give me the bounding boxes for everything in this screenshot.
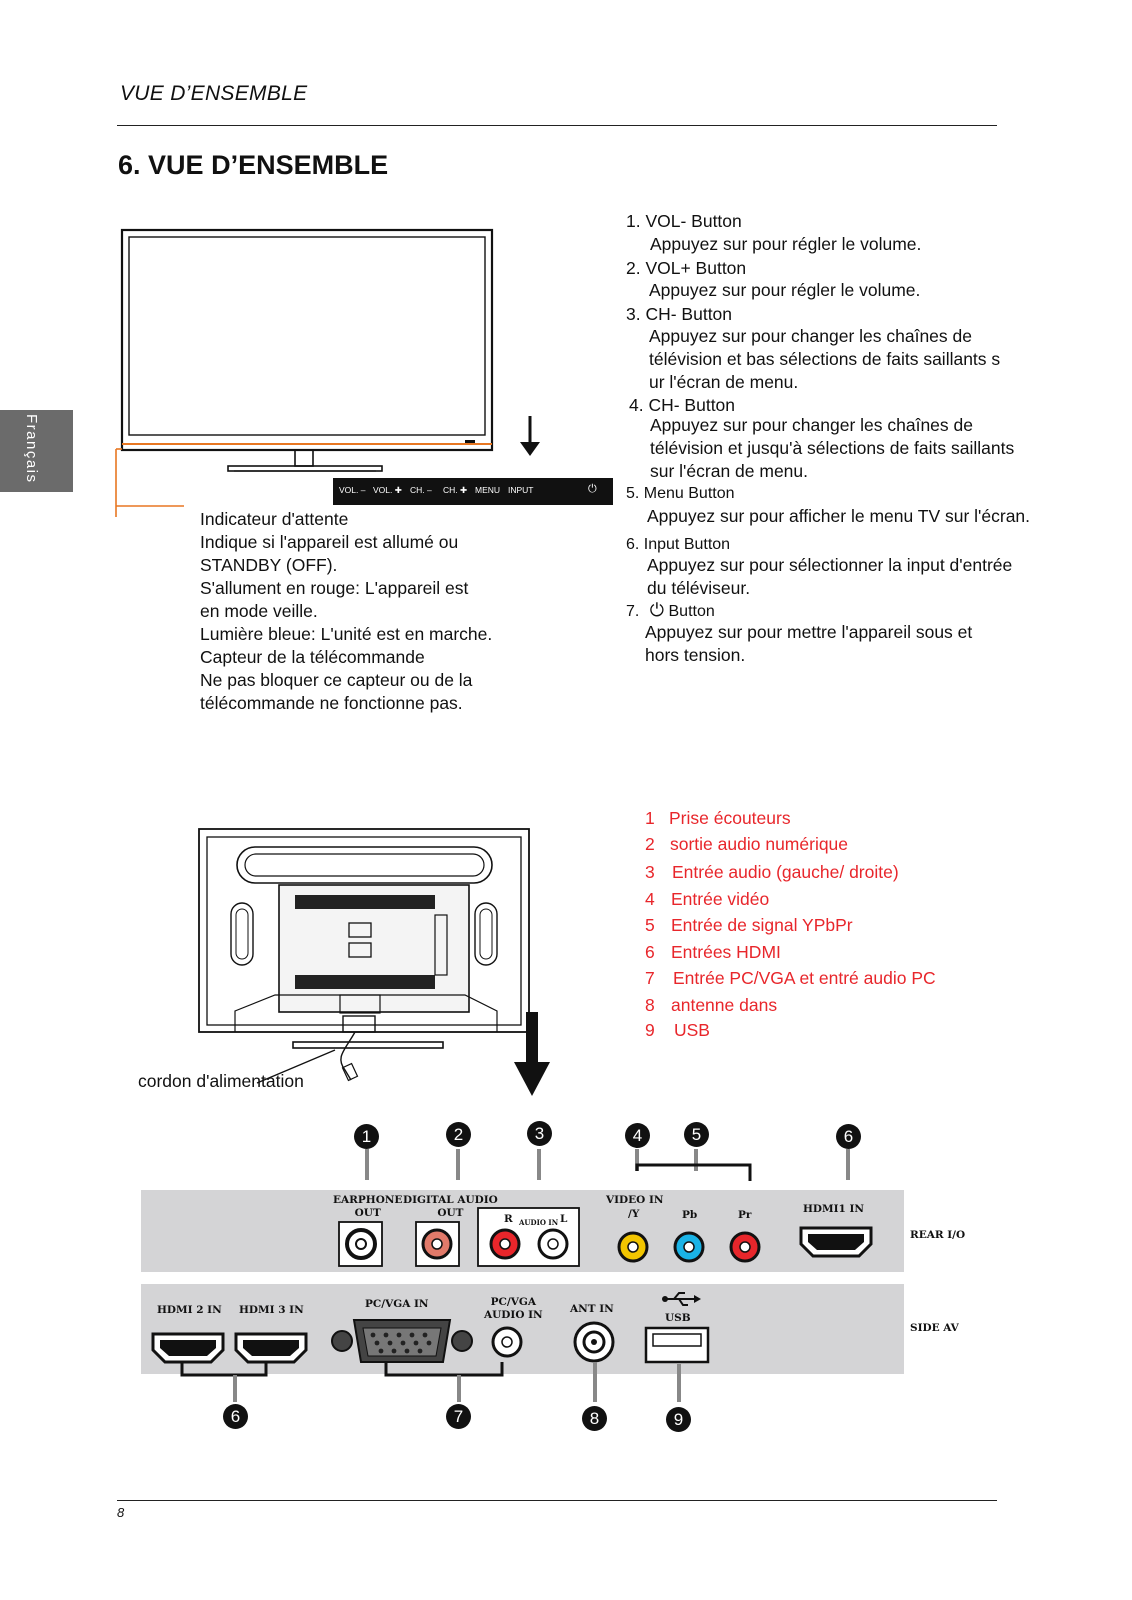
power-cord-label: cordon d'alimentation	[138, 1071, 304, 1091]
callout-badge: 1	[354, 1124, 379, 1149]
button-6-title: 6. Input Button	[626, 536, 731, 553]
section-title: 6. VUE D’ENSEMBLE	[118, 150, 388, 181]
video-y-label: /Y	[628, 1208, 640, 1220]
callout-badge: 4	[625, 1123, 650, 1148]
rear-io-label: REAR I/O	[910, 1229, 966, 1241]
pb-label: Pb	[682, 1209, 698, 1221]
button-6-desc: du téléviseur.	[647, 578, 751, 598]
ant-in-label: ANT IN	[570, 1303, 614, 1315]
pr-label: Pr	[738, 1209, 752, 1221]
button-7-desc: hors tension.	[645, 645, 746, 665]
button-4-desc: sur l'écran de menu.	[650, 461, 809, 481]
indicator-description: Indicateur d'attente Indique si l'appare…	[200, 508, 492, 715]
button-4-desc: Appuyez sur pour changer les chaînes de	[650, 415, 973, 435]
hdmi1-label: HDMI1 IN	[803, 1203, 865, 1215]
callout-badge: 2	[446, 1122, 471, 1147]
callout-badge: 6	[223, 1404, 248, 1429]
button-6-desc: Appuyez sur pour sélectionner la input d…	[647, 555, 1013, 575]
menu-label: MENU	[475, 485, 501, 495]
indicator-line: S'allument en rouge: L'appareil est	[200, 578, 469, 598]
indicator-line: STANDBY (OFF).	[200, 555, 338, 575]
callout-badge: 6	[836, 1124, 861, 1149]
tv-front-illustration	[115, 228, 540, 517]
side-connectors	[151, 1292, 710, 1364]
language-tab: Français	[0, 410, 73, 492]
indicator-line: Ne pas bloquer ce capteur ou de la	[200, 670, 473, 690]
button-5-title: 5. Menu Button	[626, 485, 735, 502]
indicator-line: télécommande ne fonctionne pas.	[200, 693, 463, 713]
digital-audio-label: DIGITAL AUDIO OUT	[403, 1194, 498, 1219]
callout-badge: 5	[684, 1122, 709, 1147]
indicator-line: en mode veille.	[200, 601, 318, 621]
callout-lines-bottom	[180, 1362, 681, 1402]
power-icon: ⏻	[588, 483, 597, 495]
down-arrow-icon	[514, 1012, 550, 1096]
side-av-label: SIDE AV	[910, 1322, 959, 1334]
vol-minus-label: VOL. ‒	[339, 485, 366, 495]
language-tab-label: Français	[23, 414, 40, 484]
button-3-desc: ur l'écran de menu.	[649, 372, 799, 392]
running-header: VUE D’ENSEMBLE	[120, 82, 308, 105]
input-label: INPUT	[508, 485, 534, 495]
button-3-title: 3. CH- Button	[626, 304, 733, 324]
button-2-desc: Appuyez sur pour régler le volume.	[649, 280, 921, 300]
pcvga-audio-label: PC/VGA AUDIO IN	[484, 1296, 543, 1321]
button-3-desc: télévision et bas sélections de faits sa…	[649, 349, 1001, 369]
rear-connectors	[338, 1207, 873, 1267]
callout-badge: 3	[527, 1121, 552, 1146]
hdmi2-label: HDMI 2 IN	[157, 1304, 222, 1316]
button-7-title: 7. ⏻ Button	[626, 599, 715, 623]
button-4-desc: télévision et jusqu'à sélections de fait…	[650, 438, 1015, 458]
callout-lines-top	[365, 1149, 850, 1181]
earphone-label: EARPHONE OUT	[333, 1194, 403, 1219]
indicator-line: Indique si l'appareil est allumé ou	[200, 532, 459, 552]
button-5-desc: Appuyez sur pour afficher le menu TV sur…	[647, 506, 1031, 526]
audio-in-label: AUDIO IN	[519, 1218, 559, 1227]
button-7-label: Button	[668, 603, 715, 620]
page-number: 8	[117, 1505, 125, 1520]
section-number: 6.	[118, 150, 141, 180]
button-7-number: 7.	[626, 603, 640, 620]
button-7-desc: Appuyez sur pour mettre l'appareil sous …	[645, 622, 973, 642]
section-title-text: VUE D’ENSEMBLE	[148, 150, 389, 180]
video-in-label: VIDEO IN	[606, 1194, 664, 1206]
tv-control-bar: VOL. ‒ VOL. ✚ CH. ‒ CH. ✚ MENU INPUT ⏻	[333, 478, 613, 505]
callout-badge: 9	[666, 1407, 691, 1432]
vol-plus-label: VOL. ✚	[373, 485, 402, 495]
button-1-desc: Appuyez sur pour régler le volume.	[650, 234, 922, 254]
callout-badge: 8	[582, 1406, 607, 1431]
pcvga-label: PC/VGA IN	[365, 1298, 429, 1310]
ch-plus-label: CH. ✚	[443, 485, 468, 495]
usb-label: USB	[665, 1312, 691, 1324]
indicator-line: Lumière bleue: L'unité est en marche.	[200, 624, 493, 644]
button-2-title: 2. VOL+ Button	[626, 258, 747, 278]
button-3-desc: Appuyez sur pour changer les chaînes de	[649, 326, 972, 346]
callout-badge: 7	[446, 1404, 471, 1429]
indicator-line: Capteur de la télécommande	[200, 647, 425, 667]
tv-back-illustration	[198, 828, 530, 1084]
power-icon: ⏻	[649, 600, 665, 620]
ch-minus-label: CH. ‒	[410, 485, 432, 495]
audio-l-label: L	[560, 1213, 568, 1225]
header-rule	[117, 125, 997, 126]
footer-rule	[117, 1500, 997, 1501]
button-4-title: 4. CH- Button	[629, 395, 736, 415]
audio-r-label: R	[504, 1213, 513, 1225]
indicator-line: Indicateur d'attente	[200, 509, 349, 529]
button-1-title: 1. VOL- Button	[626, 211, 742, 231]
hdmi3-label: HDMI 3 IN	[239, 1304, 304, 1316]
